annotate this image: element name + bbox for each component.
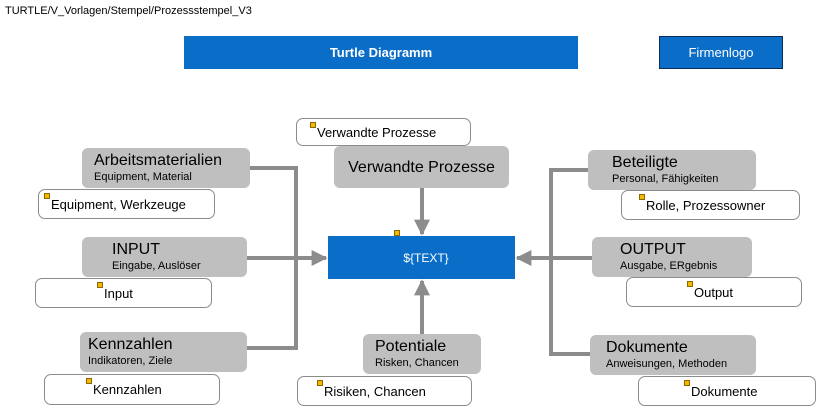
field-marker-icon [394,230,401,236]
field-marker-icon [687,281,693,287]
input-field[interactable]: Input [35,278,212,308]
beteiligte-field[interactable]: Rolle, Prozessowner [621,190,800,220]
beteiligte-category: Beteiligte Personal, Fähigkeiten [588,150,756,190]
verwandte-prozesse-title: Verwandte Prozesse [348,158,495,176]
field-marker-icon [639,194,645,200]
diagram-title: Turtle Diagramm [329,45,433,60]
kennzahlen-category: Kennzahlen Indikatoren, Ziele [80,332,247,372]
verwandte-prozesse-field-text: Verwandte Prozesse [317,124,437,140]
field-marker-icon [684,380,690,386]
connector-dokumente [549,258,590,356]
arbeitsmaterialien-field-text: Equipment, Werkzeuge [51,196,186,212]
dokumente-category: Dokumente Anweisungen, Methoden [590,335,756,375]
output-subtitle: Ausgabe, ERgebnis [620,260,718,272]
input-field-text: Input [104,285,133,301]
beteiligte-subtitle: Personal, Fähigkeiten [612,173,719,185]
verwandte-prozesse-field[interactable]: Verwandte Prozesse [296,118,471,146]
dokumente-field-text: Dokumente [691,383,758,399]
arbeitsmaterialien-field[interactable]: Equipment, Werkzeuge [38,189,215,219]
connector-arbeitsmaterialien [250,166,298,258]
field-marker-icon [310,122,316,128]
kennzahlen-field[interactable]: Kennzahlen [44,374,220,405]
field-marker-icon [44,193,50,199]
output-field[interactable]: Output [626,277,802,307]
field-marker-icon [317,380,323,386]
input-category: INPUT Eingabe, Auslöser [82,237,247,277]
output-title: OUTPUT [620,241,686,258]
connector-beteiligte [549,168,588,258]
arbeitsmaterialien-category: Arbeitsmaterialien Equipment, Material [82,148,250,188]
kennzahlen-field-text: Kennzahlen [93,382,162,397]
field-marker-icon [97,282,103,288]
dokumente-field[interactable]: Dokumente [638,376,816,406]
company-logo-placeholder: Firmenlogo [659,36,783,69]
potentiale-title: Potentiale [375,338,447,355]
company-logo-label: Firmenlogo [688,45,754,60]
potentiale-field[interactable]: Risiken, Chancen [297,376,472,406]
input-title: INPUT [112,241,160,258]
diagram-title-banner: Turtle Diagramm [184,36,578,69]
beteiligte-field-text: Rolle, Prozessowner [646,197,766,213]
input-subtitle: Eingabe, Auslöser [112,260,201,272]
process-center-text: ${TEXT} [403,250,449,265]
output-category: OUTPUT Ausgabe, ERgebnis [592,237,752,277]
output-field-text: Output [694,284,734,300]
dokumente-title: Dokumente [606,339,688,356]
verwandte-prozesse-category: Verwandte Prozesse [334,146,509,188]
dokumente-subtitle: Anweisungen, Methoden [606,358,728,370]
potentiale-category: Potentiale Risken, Chancen [363,334,481,374]
potentiale-subtitle: Risken, Chancen [375,357,459,369]
field-marker-icon [86,378,92,384]
document-path: TURTLE/V_Vorlagen/Stempel/Prozessstempel… [5,5,252,17]
connector-kennzahlen [246,258,298,350]
process-center-box[interactable]: ${TEXT} [328,230,515,279]
kennzahlen-title: Kennzahlen [88,336,173,353]
potentiale-field-text: Risiken, Chancen [324,383,426,399]
arbeitsmaterialien-title: Arbeitsmaterialien [94,152,223,169]
arbeitsmaterialien-subtitle: Equipment, Material [94,171,192,183]
kennzahlen-subtitle: Indikatoren, Ziele [88,355,173,367]
beteiligte-title: Beteiligte [612,154,678,171]
